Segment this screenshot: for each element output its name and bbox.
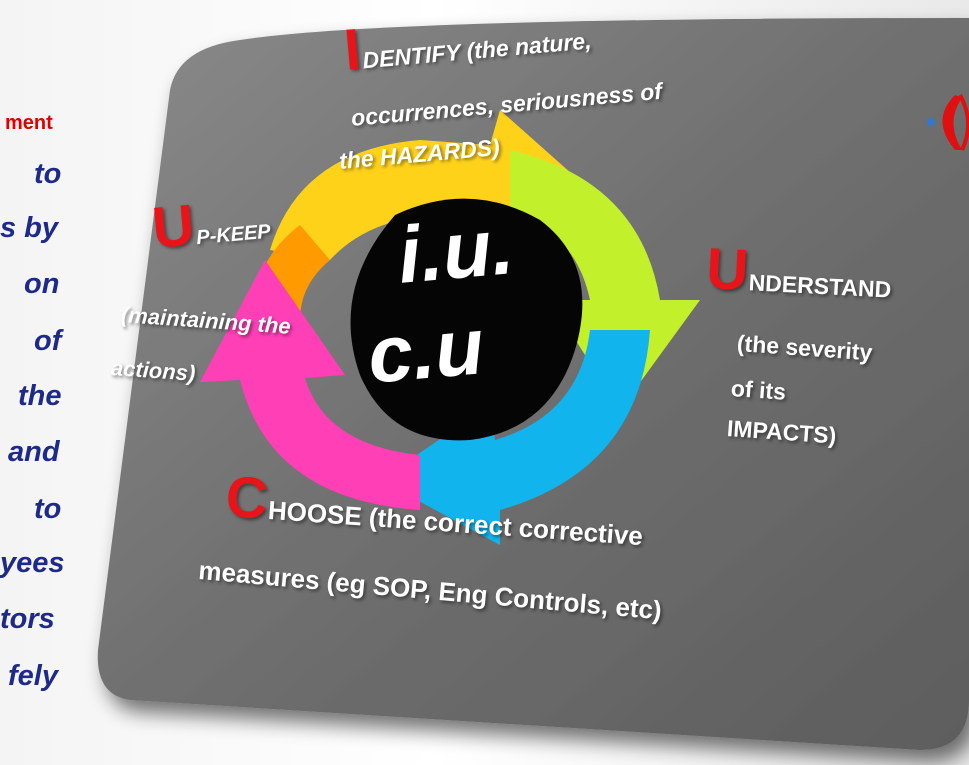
body-line-7: and xyxy=(8,436,60,468)
center-title-line2: c.u xyxy=(364,301,488,400)
step-upkeep-initial: U xyxy=(149,192,198,261)
step-upkeep: UP-KEEP xyxy=(149,190,272,261)
arrow-pink xyxy=(200,260,420,510)
body-line-2: to xyxy=(34,158,62,190)
step-choose-initial: C xyxy=(223,464,271,532)
corner-logo-icon xyxy=(927,94,969,151)
body-line-10: tors xyxy=(0,603,55,635)
body-line-3: s by xyxy=(0,212,59,244)
step-understand: UNDERSTAND xyxy=(704,236,893,308)
arrow-blue xyxy=(380,330,650,545)
step-understand-heading: NDERSTAND xyxy=(748,269,892,303)
body-line-5: of xyxy=(34,325,62,357)
center-blob xyxy=(350,198,583,441)
body-line-4: on xyxy=(24,268,60,300)
center-title-line1: i.u. xyxy=(394,201,518,300)
body-line-6: the xyxy=(18,380,62,412)
body-line-11: fely xyxy=(8,660,58,692)
left-body-text: to s by on of the and to yees tors fely xyxy=(0,0,120,765)
cycle-arrows xyxy=(200,110,700,545)
body-line-8: to xyxy=(34,493,62,525)
step-upkeep-heading: P-KEEP xyxy=(195,220,272,250)
slide-body-text: ment xyxy=(0,0,120,765)
body-line-1: ment xyxy=(5,112,53,134)
step-understand-initial: U xyxy=(704,236,751,304)
arrow-green xyxy=(510,150,700,410)
step-understand-line3: of its xyxy=(730,375,787,405)
body-line-9: yees xyxy=(0,547,65,579)
